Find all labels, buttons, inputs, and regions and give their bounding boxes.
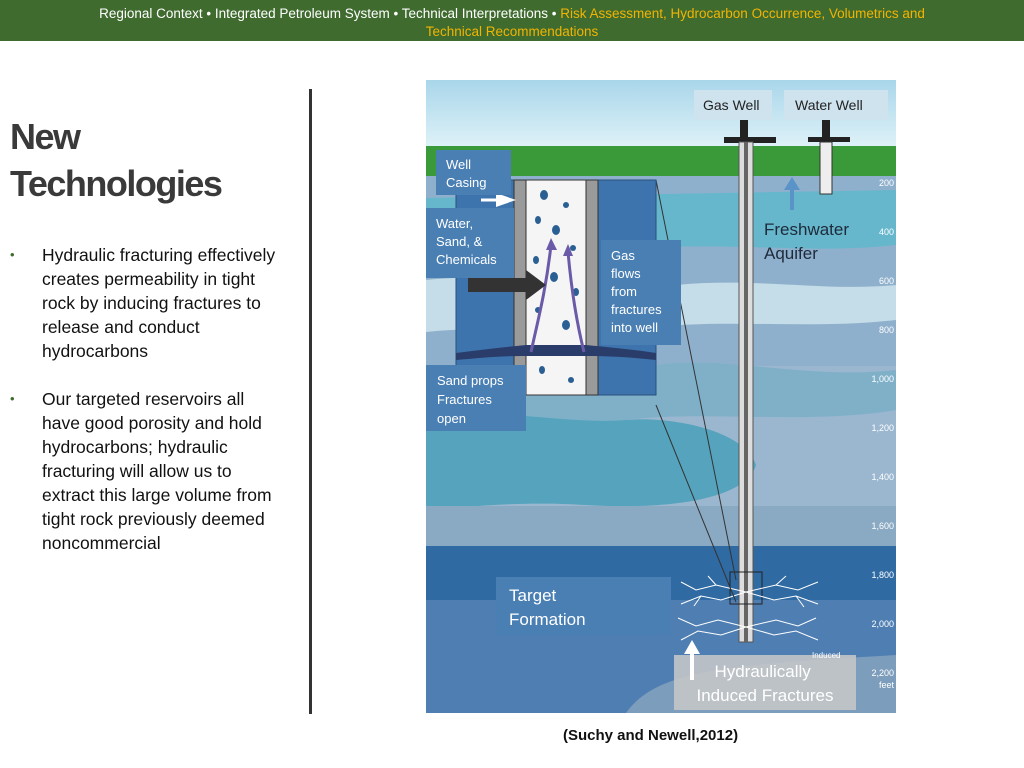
header-topics: Regional Context • Integrated Petroleum … [99,6,561,21]
bullet-dot-icon: • [10,247,15,262]
hydraulic-fractures-label-box [674,655,856,710]
well-casing-label-box [436,150,511,195]
gas-flow-arrow-icon [529,244,553,353]
well-casing-label: Well Casing [446,157,486,190]
hydraulic-fractures-label: Hydraulically Induced Fractures [696,662,833,705]
depth-tick-label: 600 [879,276,894,286]
induced-small-label: Induced [812,651,840,660]
water-well-label-box [784,90,888,120]
bullet-list: • Hydraulic fracturing effectively create… [10,243,280,579]
gas-flows-label-box [601,240,681,345]
gas-wellhead-icon [740,120,748,138]
water-sand-chemicals-label-box [426,208,514,278]
depth-tick-label: 400 [879,227,894,237]
gas-flows-label: Gas flows from fractures into well [611,248,665,335]
water-well-pad [808,137,850,142]
vertical-divider [309,89,312,714]
bullet-item: • Our targeted reservoirs all have good p… [10,387,280,555]
target-formation-label: Target Formation [509,586,586,629]
depth-tick-label: 1,600 [871,521,894,531]
water-well-casing [819,141,833,195]
casing-pointer-arrow-icon [496,193,516,207]
induced-fractures-graphic [677,575,819,641]
depth-tick-label: 2,200 [871,668,894,678]
water-well-label: Water Well [795,97,863,113]
depth-tick-label: 800 [879,325,894,335]
gas-well-bore [744,142,748,642]
depth-tick-label: 2,000 [871,619,894,629]
sand-props-label: Sand props Fractures open [437,373,507,426]
well-detail-casing-right [585,179,599,396]
depth-scale: 200 400 600 800 1,000 1,200 1,400 1,600 … [871,178,894,690]
depth-tick-label: 1,800 [871,570,894,580]
bullet-item: • Hydraulic fracturing effectively create… [10,243,280,363]
depth-tick-label: 1,400 [871,472,894,482]
freshwater-aquifer-label: Freshwater Aquifer [764,220,854,263]
bullet-text: Hydraulic fracturing effectively creates… [42,245,276,361]
figure-caption: (Suchy and Newell,2012) [563,727,739,744]
water-sand-chemicals-label: Water, Sand, & Chemicals [436,216,497,267]
water-wellhead-icon [822,120,830,138]
header-current-topic: Risk Assessment, Hydrocarbon Occurrence,… [560,6,925,21]
bullet-text: Our targeted reservoirs all have good po… [42,389,272,553]
gas-well-label: Gas Well [703,97,760,113]
fracture-fluid-channel [456,345,656,360]
header-line-1: Regional Context • Integrated Petroleum … [0,5,1024,23]
gas-flow-arrow-icon [566,251,586,353]
depth-tick-label: 1,000 [871,374,894,384]
well-pad [724,137,776,143]
bullet-dot-icon: • [10,391,15,406]
header-current-topic-cont: Technical Recommendations [425,24,599,39]
callout-line [655,404,737,603]
injection-arrow-icon [468,270,546,300]
slide-title-line2: Technologies [10,163,223,204]
header-bar: Regional Context • Integrated Petroleum … [0,0,1024,41]
depth-unit-label: feet [879,680,895,690]
slide-title: New Technologies [10,113,223,207]
slide-title-line1: New [10,116,81,157]
gas-bubbles [533,190,579,383]
target-formation-label-box [496,577,671,635]
deep-rock-layer [426,506,896,546]
hydraulic-fracturing-diagram: 200 400 600 800 1,000 1,200 1,400 1,600 … [426,80,896,713]
depth-tick-label: 1,200 [871,423,894,433]
teal-shale-lens [426,413,756,509]
depth-tick-label: 200 [879,178,894,188]
sand-props-label-box [426,365,526,431]
gas-well-label-box [694,90,772,120]
